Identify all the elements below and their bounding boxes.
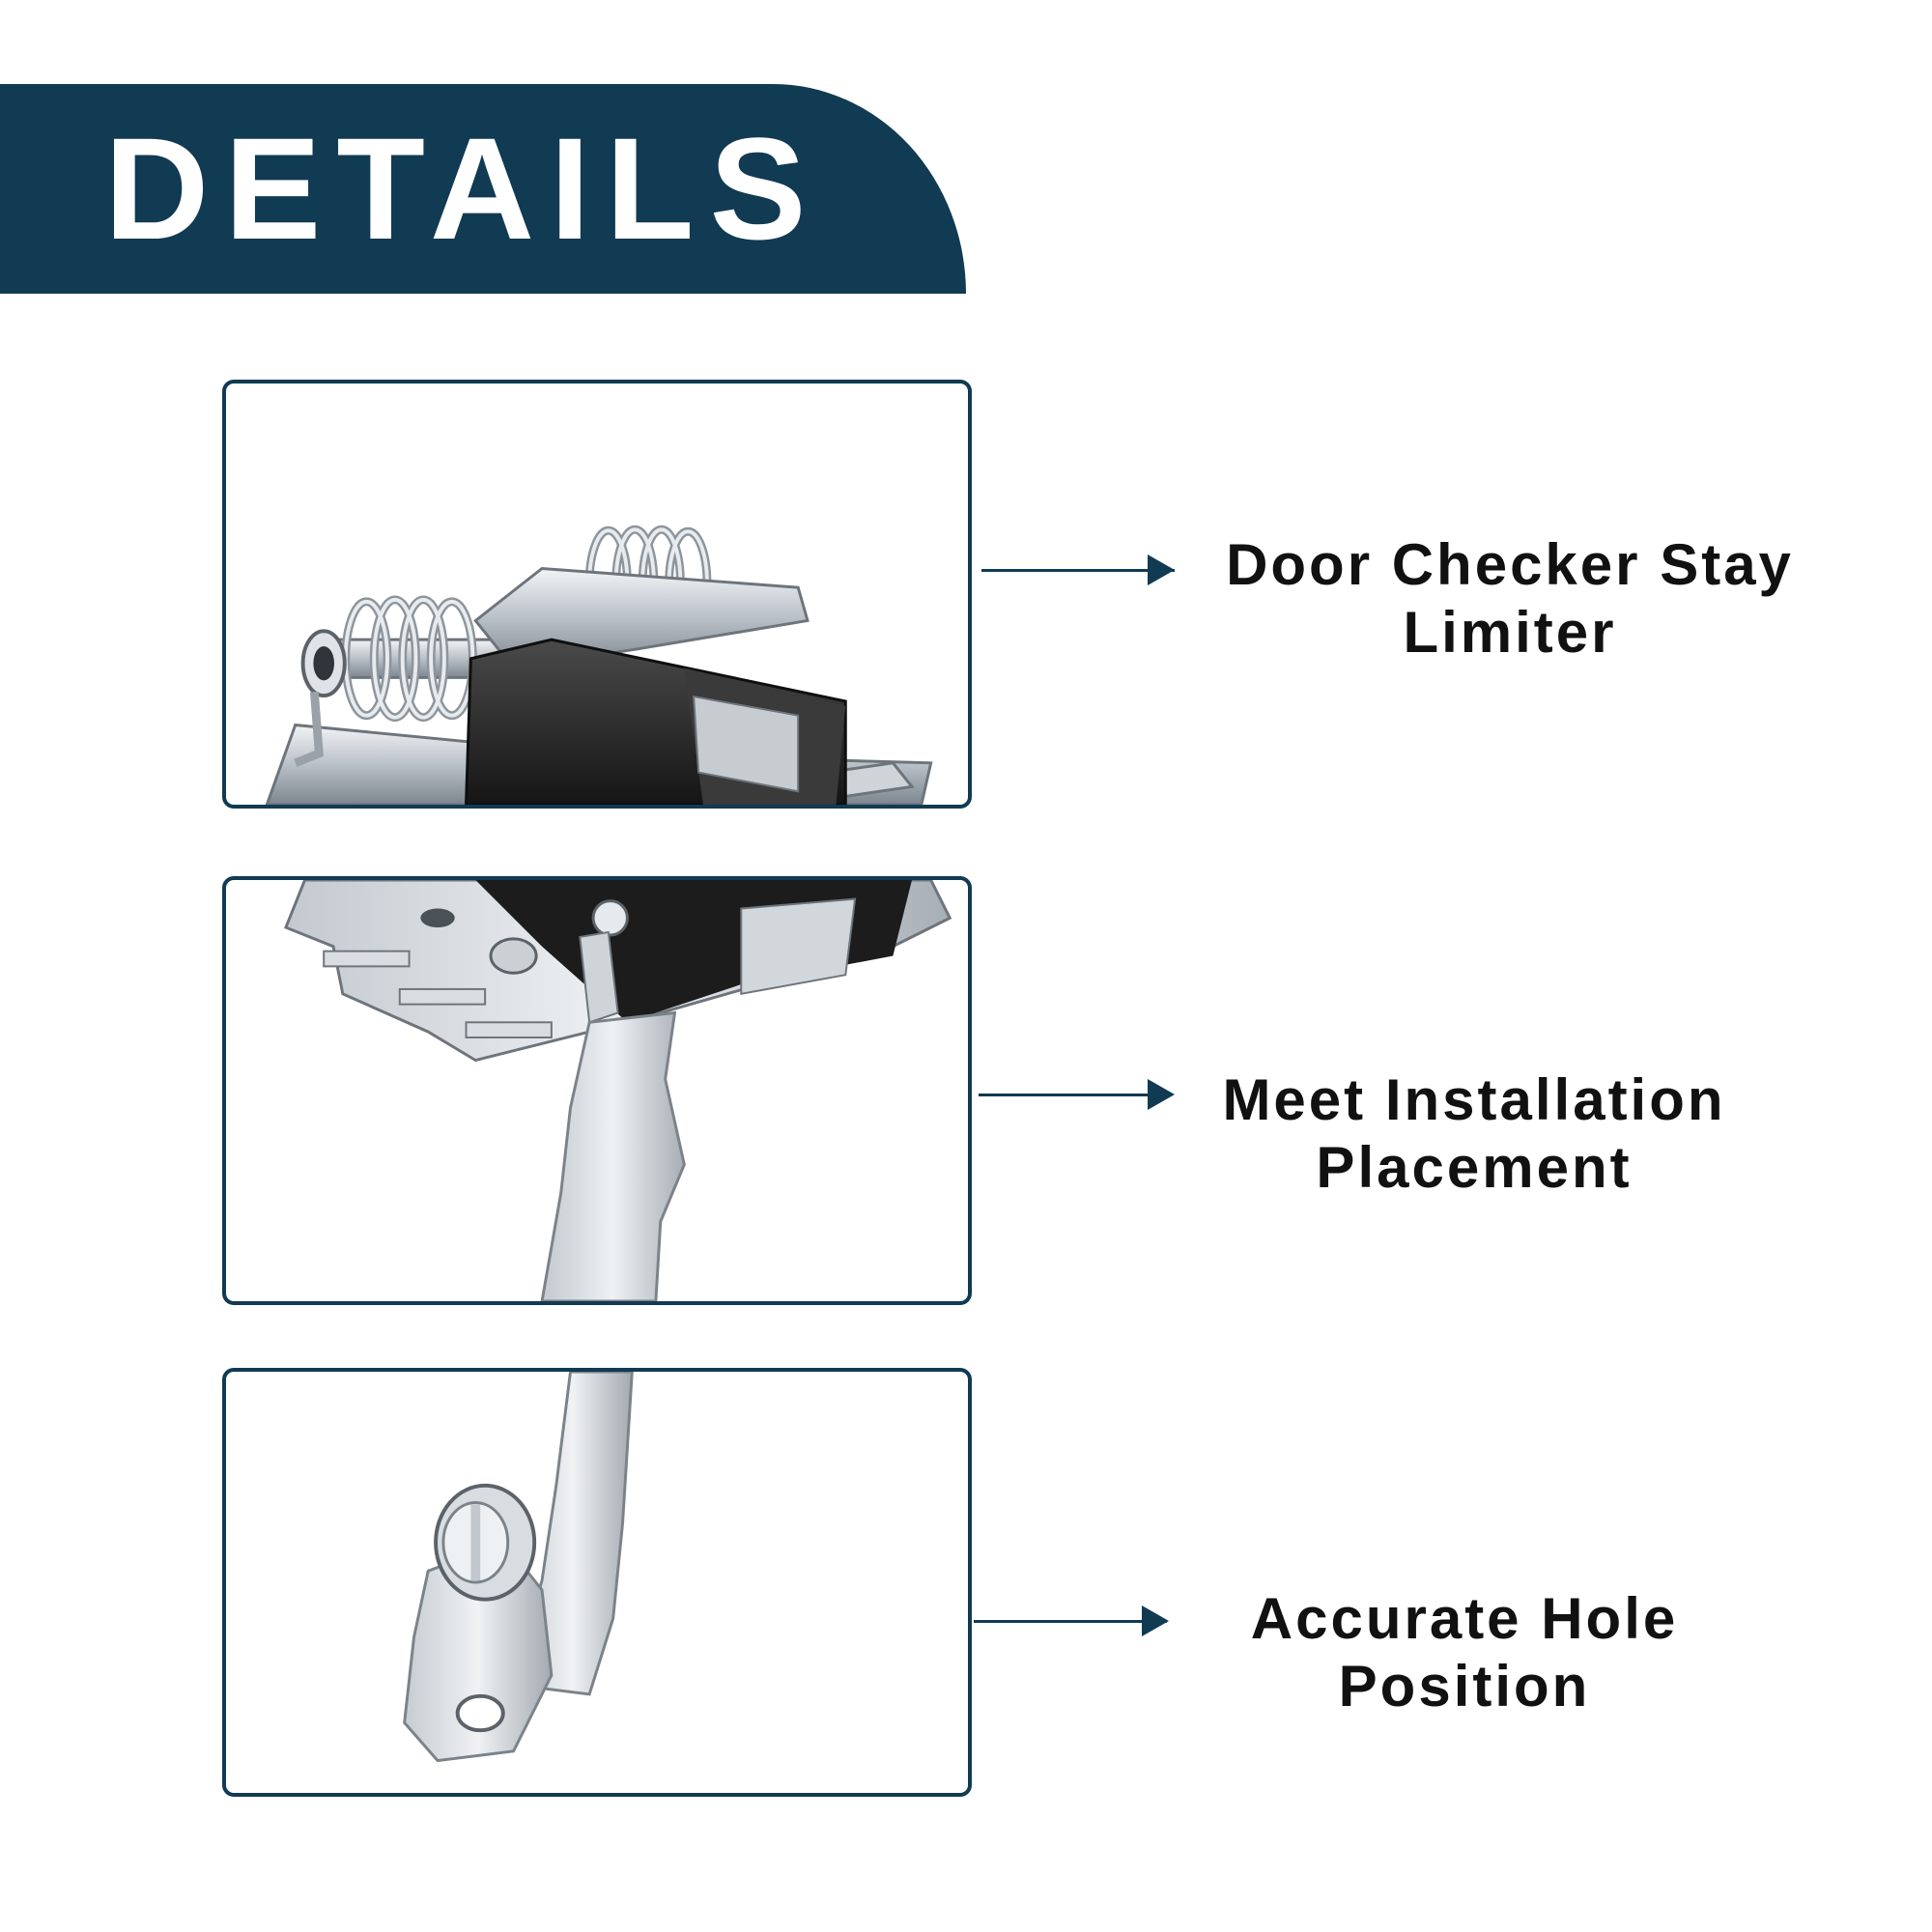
feature-label-line: Meet Installation — [1222, 1067, 1726, 1132]
feature-label-line: Door Checker Stay — [1226, 532, 1794, 597]
arrow-right-icon — [1148, 554, 1175, 585]
feature-photo-panel-2 — [222, 876, 972, 1305]
arm-end-image — [403, 1372, 634, 1763]
feature-label-1: Door Checker Stay Limiter — [1172, 531, 1848, 667]
feature-label-2: Meet Installation Placement — [1136, 1066, 1812, 1202]
feature-photo-panel-1 — [222, 380, 972, 809]
feature-label-line: Accurate Hole — [1250, 1586, 1679, 1651]
banner-title: DETAILS — [104, 107, 822, 270]
spring-hinge-image — [265, 525, 933, 805]
feature-label-line: Position — [1338, 1654, 1591, 1719]
connector-line-3 — [974, 1620, 1167, 1623]
connector-line-1 — [981, 569, 1175, 572]
feature-label-3: Accurate Hole Position — [1126, 1585, 1803, 1720]
arrow-right-icon — [1148, 1079, 1175, 1110]
mounting-bracket-image — [283, 880, 952, 1301]
arrow-right-icon — [1142, 1605, 1169, 1636]
feature-label-line: Limiter — [1403, 600, 1617, 665]
details-banner — [0, 84, 966, 294]
connector-line-2 — [979, 1094, 1172, 1096]
feature-label-line: Placement — [1316, 1135, 1633, 1200]
feature-photo-panel-3 — [222, 1368, 972, 1797]
